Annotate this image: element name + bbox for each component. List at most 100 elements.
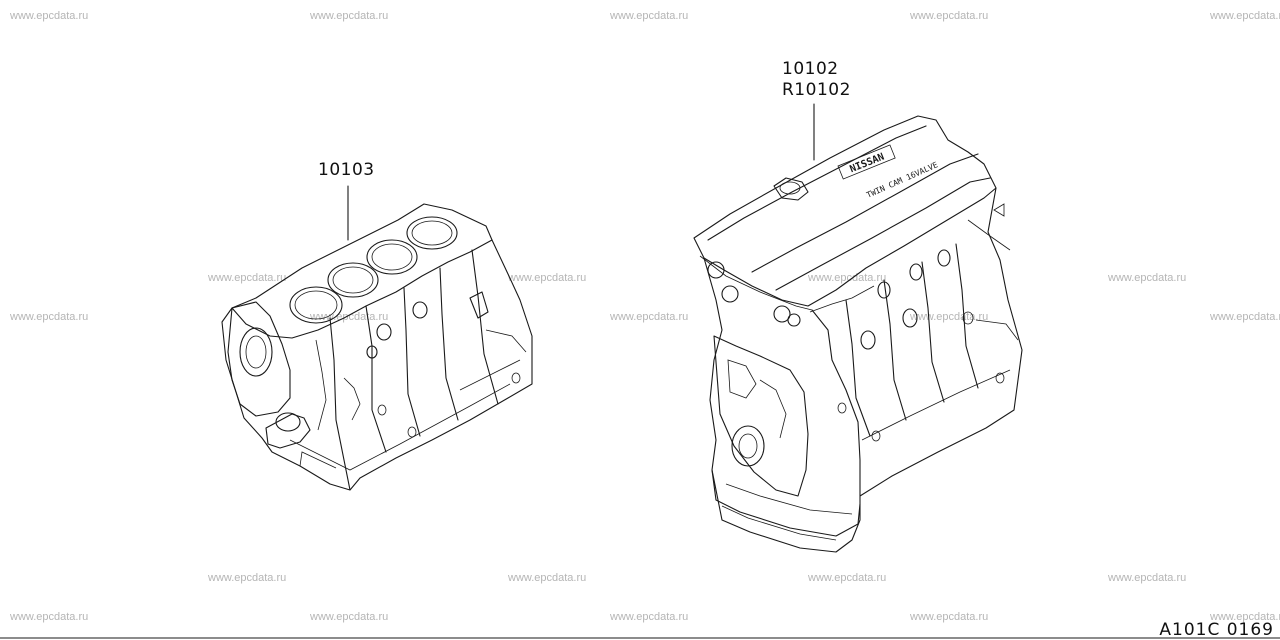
block-rib	[439, 267, 459, 421]
cam-cover-ridge	[775, 177, 991, 291]
water-pump-opening	[245, 335, 267, 369]
engine-rib	[955, 243, 979, 389]
block-rib	[365, 305, 387, 453]
bolt-boss	[511, 372, 521, 384]
watermark: www.epcdata.ru	[1210, 10, 1280, 22]
engine-detail	[967, 219, 1011, 251]
bolt-boss	[412, 301, 428, 319]
watermark: www.epcdata.ru	[208, 572, 287, 584]
crankshaft-nose	[275, 412, 301, 432]
watermark: www.epcdata.ru	[508, 272, 587, 284]
block-detail	[315, 339, 327, 431]
watermark: www.epcdata.ru	[10, 10, 89, 22]
timing-cover	[713, 335, 809, 497]
part-callout-10103[interactable]: 10103	[318, 160, 375, 181]
watermark: www.epcdata.ru	[910, 611, 989, 623]
cover-badge	[837, 144, 896, 180]
cam-cover-ridge	[751, 153, 979, 273]
crank-pulley-opening	[731, 425, 765, 467]
port-hole	[721, 285, 739, 303]
bolt-boss	[962, 311, 974, 325]
part-number-label: R10102	[782, 80, 851, 100]
engine-skirt	[861, 369, 1011, 441]
block-rib	[403, 287, 421, 437]
watermark: www.epcdata.ru	[10, 311, 89, 323]
part-number-label: 10103	[318, 160, 375, 180]
watermark: www.epcdata.ru	[808, 272, 887, 284]
watermark: www.epcdata.ru	[610, 10, 689, 22]
cylinder-bore	[332, 266, 374, 294]
bolt-boss	[871, 430, 881, 442]
watermark: www.epcdata.ru	[808, 572, 887, 584]
engine-head-body	[811, 309, 861, 497]
bolt-boss	[837, 402, 847, 414]
block-detail	[343, 377, 361, 421]
complete-engine-drawing[interactable]: NISSAN TWIN CAM 16VALVE	[693, 103, 1023, 553]
cylinder-bore	[406, 216, 458, 250]
cylinder-bore	[327, 262, 379, 298]
oil-pan	[721, 505, 837, 541]
engine-head-body	[703, 187, 1023, 553]
watermark: www.epcdata.ru	[10, 611, 89, 623]
oil-filler-cap	[773, 177, 809, 201]
cam-cover-edge	[699, 255, 813, 311]
bolt-boss	[377, 404, 387, 416]
cylinder-bore	[371, 243, 413, 271]
cylinder-bore	[366, 239, 418, 275]
cover-brand-text: NISSAN	[848, 152, 886, 176]
block-rib	[329, 317, 351, 491]
engine-detail	[809, 285, 875, 313]
cylinder-bore	[294, 290, 338, 320]
watermark: www.epcdata.ru	[508, 572, 587, 584]
bolt-boss	[407, 426, 417, 438]
block-rib	[471, 249, 499, 405]
watermark: www.epcdata.ru	[610, 311, 689, 323]
figure-code: A101C 0169	[1159, 620, 1274, 640]
bolt-boss	[376, 323, 392, 341]
watermark: www.epcdata.ru	[610, 611, 689, 623]
water-pump-opening	[239, 327, 273, 377]
cover-model-text: TWIN CAM 16VALVE	[865, 160, 939, 200]
part-callout-10102[interactable]: 10102 R10102	[782, 59, 851, 101]
watermark: www.epcdata.ru	[910, 10, 989, 22]
cam-cover-ridge	[707, 125, 927, 241]
engine-rib	[883, 279, 907, 421]
port-hole	[787, 313, 801, 327]
short-block-deck	[231, 203, 493, 339]
block-detail	[485, 329, 527, 353]
cylinder-bore	[411, 220, 453, 246]
engine-detail	[759, 379, 787, 439]
oil-boss	[469, 291, 489, 319]
block-skirt	[299, 451, 337, 469]
port-hole	[707, 261, 725, 279]
oil-pan	[725, 483, 853, 515]
watermark: www.epcdata.ru	[1210, 311, 1280, 323]
bolt-boss	[860, 330, 876, 350]
bolt-boss	[877, 281, 891, 299]
engine-detail	[727, 359, 757, 399]
engine-rib	[921, 261, 945, 403]
oil-pan	[711, 469, 861, 537]
cylinder-bore	[289, 286, 343, 324]
watermark: www.epcdata.ru	[1108, 272, 1187, 284]
crank-pulley-opening	[738, 433, 758, 459]
watermark: www.epcdata.ru	[1108, 572, 1187, 584]
short-block-drawing[interactable]	[221, 185, 533, 491]
block-skirt	[289, 383, 511, 471]
watermark: www.epcdata.ru	[208, 272, 287, 284]
watermark: www.epcdata.ru	[910, 311, 989, 323]
oil-filler-cap	[779, 181, 801, 195]
engine-detail	[975, 319, 1019, 341]
bolt-boss	[995, 372, 1005, 384]
bolt-boss	[909, 263, 923, 281]
watermark: www.epcdata.ru	[310, 10, 389, 22]
bolt-boss	[366, 345, 378, 359]
cam-cover	[693, 115, 997, 307]
engine-detail	[993, 203, 1005, 217]
block-detail	[459, 359, 521, 391]
watermark: www.epcdata.ru	[310, 611, 389, 623]
bolt-boss	[902, 308, 918, 328]
part-number-label: 10102	[782, 59, 839, 79]
